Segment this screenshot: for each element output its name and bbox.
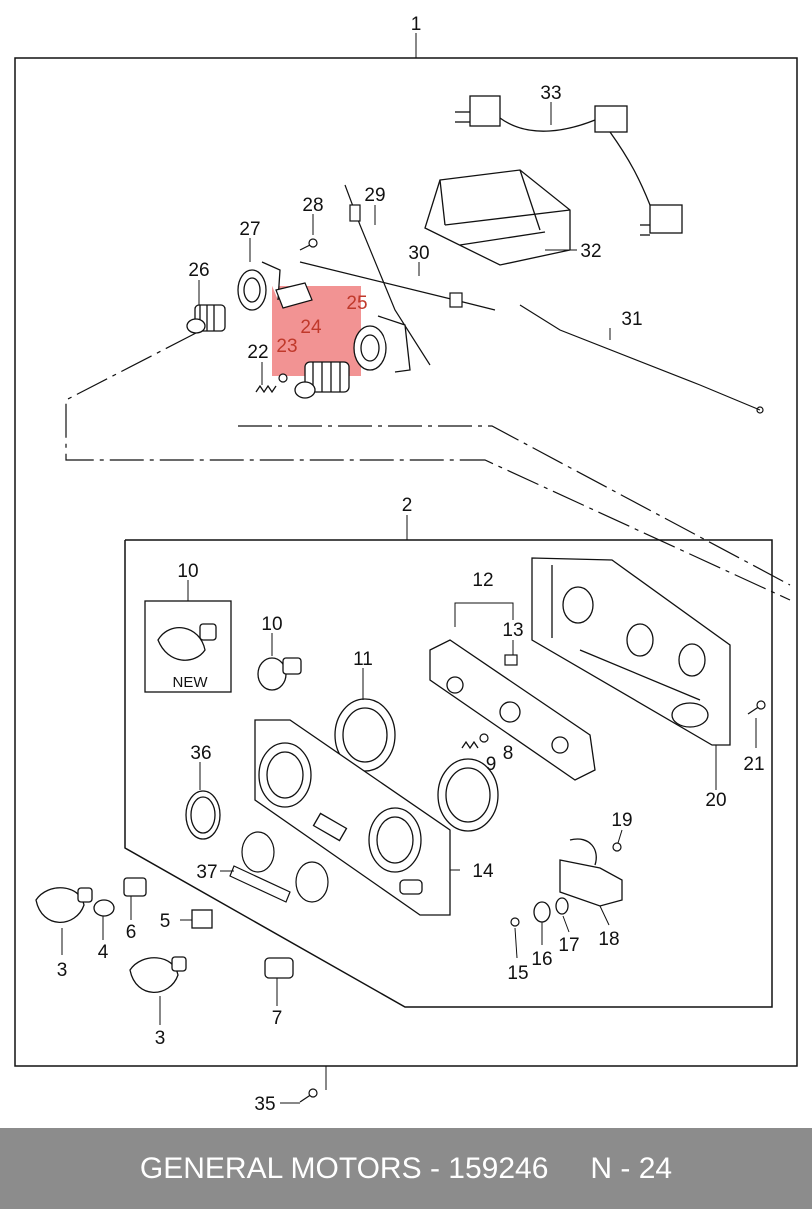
clip-5 — [191, 909, 213, 929]
callout-30: 30 — [408, 243, 429, 264]
screw-21 — [747, 700, 766, 715]
callout-24: 24 — [300, 317, 322, 338]
knob-3-right — [129, 956, 187, 994]
footer-brand-part: GENERAL MOTORS - 159246 — [139, 1151, 549, 1185]
callout-8: 8 — [503, 743, 514, 764]
assembly-frame-2 — [124, 539, 773, 1008]
screw-28 — [299, 238, 318, 251]
callout-18: 18 — [598, 929, 619, 950]
callout-5: 5 — [160, 911, 171, 932]
callout-10-new: 10 — [177, 561, 198, 582]
callout-31: 31 — [621, 309, 642, 330]
harness-33 — [455, 95, 683, 236]
footer-page: N - 24 — [590, 1151, 673, 1185]
washer-17 — [555, 897, 569, 915]
callout-22: 22 — [247, 342, 268, 363]
callout-6: 6 — [126, 922, 137, 943]
plate-12 — [429, 639, 596, 781]
callout-35: 35 — [254, 1094, 275, 1115]
callout-2: 2 — [402, 495, 413, 516]
callout-23: 23 — [276, 336, 297, 357]
callout-1: 1 — [411, 14, 422, 35]
callout-21: 21 — [743, 754, 764, 775]
front-panel-14 — [254, 719, 451, 916]
cable-30 — [299, 261, 496, 311]
bar-37 — [229, 865, 291, 903]
screw-13 — [504, 654, 518, 666]
leader-lines — [61, 33, 757, 1104]
callout-12: 12 — [472, 570, 493, 591]
callout-27: 27 — [239, 219, 260, 240]
callout-13: 13 — [502, 620, 523, 641]
housing-20 — [531, 557, 731, 746]
callout-7: 7 — [272, 1008, 283, 1029]
bracket-25 — [353, 315, 411, 373]
callout-36: 36 — [190, 743, 211, 764]
callout-14: 14 — [472, 861, 494, 882]
callout-26: 26 — [188, 260, 209, 281]
callout-10: 10 — [261, 614, 282, 635]
shaft-24 — [294, 361, 350, 399]
callout-9: 9 — [486, 754, 497, 775]
knob-10 — [257, 657, 302, 691]
group-outline-upper — [65, 332, 791, 601]
cap-4 — [93, 899, 115, 917]
cable-31 — [519, 304, 764, 414]
clip-15 — [510, 917, 520, 927]
footer-bar: GENERAL MOTORS - 159246 N - 24 — [0, 1128, 812, 1209]
screw-35 — [299, 1088, 318, 1103]
ring-36 — [185, 790, 221, 840]
bulb-16 — [533, 901, 551, 923]
bracket-27 — [237, 261, 281, 311]
callout-29: 29 — [364, 185, 385, 206]
bulb-7 — [264, 957, 294, 979]
assembly-frame-1 — [14, 57, 798, 1067]
switch-18 — [559, 838, 623, 907]
knob-shaft-26 — [186, 304, 226, 334]
knob-10-new — [157, 623, 217, 661]
spring-9 — [461, 740, 479, 750]
parts-diagram: 1 2 33 32 31 30 29 28 27 26 25 24 23 22 … — [14, 14, 798, 1115]
callout-19: 19 — [611, 810, 632, 831]
bulb-6 — [123, 877, 147, 897]
clip-23 — [278, 373, 288, 383]
callout-25: 25 — [346, 293, 367, 314]
callout-33: 33 — [540, 83, 561, 104]
callout-20: 20 — [705, 790, 726, 811]
callout-32: 32 — [580, 241, 601, 262]
new-label: NEW — [173, 674, 209, 691]
control-head-32 — [424, 169, 571, 266]
lever-arm — [275, 282, 313, 309]
callout-28: 28 — [302, 195, 323, 216]
knob-3-left — [35, 887, 93, 924]
screw-19 — [612, 842, 622, 852]
callout-11: 11 — [353, 649, 373, 670]
spring-22 — [255, 384, 277, 394]
callout-16: 16 — [531, 949, 552, 970]
cable-29 — [344, 184, 431, 366]
ball-8 — [479, 733, 489, 743]
dial-ring-11 — [334, 698, 499, 832]
group-outline-middle — [238, 425, 791, 586]
callout-15: 15 — [507, 963, 528, 984]
callout-3-left: 3 — [57, 960, 68, 981]
callout-37: 37 — [196, 862, 217, 883]
bezel-plate — [241, 831, 329, 903]
callout-3-right: 3 — [155, 1028, 166, 1049]
callout-4: 4 — [98, 942, 109, 963]
callout-17: 17 — [558, 935, 579, 956]
